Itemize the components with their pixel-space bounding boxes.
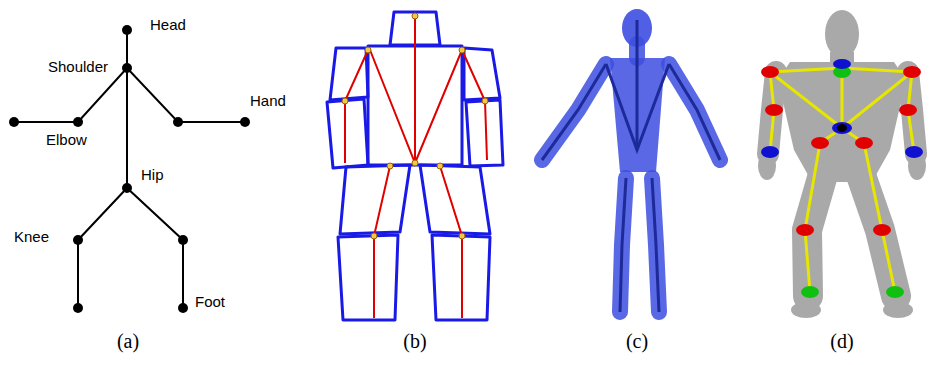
joint-dot [365, 47, 371, 53]
joint-dot [122, 183, 132, 193]
joint-marker [899, 104, 917, 116]
joint-marker [873, 224, 891, 236]
joint-marker [886, 286, 904, 298]
joint-dot [9, 117, 19, 127]
panel-caption: (a) [117, 330, 139, 352]
joint-marker [761, 146, 779, 158]
joint-label: Hand [250, 92, 286, 109]
joint-dot [178, 303, 188, 313]
joint-label: Foot [195, 293, 225, 310]
joint-marker [903, 66, 921, 78]
joint-dot [240, 117, 250, 127]
joint-label: Elbow [46, 131, 87, 148]
joint-marker [796, 224, 814, 236]
joint-dot [173, 117, 183, 127]
bone-line [864, 143, 895, 292]
joint-dot [412, 13, 418, 19]
joint-dot [459, 47, 465, 53]
mesh-model [758, 10, 926, 318]
joint-label: Knee [14, 228, 49, 245]
bone-line [414, 16, 416, 163]
joint-dot [178, 235, 188, 245]
head-shape [825, 10, 859, 58]
joint-marker [833, 59, 851, 69]
joint-dot [73, 235, 83, 245]
panel-caption: (d) [830, 330, 853, 352]
spine-line [126, 30, 128, 188]
panel-caption: (b) [403, 330, 426, 352]
bone-line [770, 72, 912, 128]
box-model [327, 12, 503, 320]
joint-dot [387, 163, 393, 169]
bone-line [669, 64, 720, 160]
bone-line [606, 64, 669, 150]
bone-line [542, 64, 606, 160]
joint-marker [761, 66, 779, 78]
joint-marker [837, 124, 847, 132]
joint-dot [122, 63, 132, 73]
joint-dot [73, 303, 83, 313]
torso-shape [778, 62, 906, 182]
bone-line [345, 50, 368, 163]
joint-marker [855, 137, 873, 149]
joint-dot [122, 25, 132, 35]
joint-label: Shoulder [48, 58, 108, 75]
limb-shape [620, 178, 626, 312]
arm-line [14, 68, 245, 122]
joint-dot [342, 98, 348, 104]
joint-dot [437, 163, 443, 169]
cylinder-model [542, 9, 720, 312]
leg-line [78, 188, 183, 308]
joint-dot [412, 160, 418, 166]
thigh-box [420, 165, 490, 234]
joint-dot [73, 117, 83, 127]
bone-line [374, 166, 390, 318]
joint-marker [905, 146, 923, 158]
joint-marker [832, 122, 852, 134]
limb-shape [669, 64, 720, 160]
bone-line [462, 50, 487, 160]
stick-figure [9, 25, 250, 313]
joint-marker [811, 137, 829, 149]
joint-dot [459, 233, 465, 239]
bone-line [620, 178, 626, 312]
joint-marker [765, 104, 783, 116]
joint-dot [371, 233, 377, 239]
limb-shape [542, 64, 606, 160]
forearm-box [327, 99, 368, 168]
limb-shape [652, 178, 659, 312]
joint-label: Hip [141, 166, 164, 183]
bone-line [636, 20, 639, 150]
thigh-box [340, 165, 410, 234]
bone-line [370, 50, 462, 163]
joint-dot [482, 98, 488, 104]
bone-line [652, 178, 659, 312]
bone-line [440, 166, 462, 318]
joint-label: Head [150, 16, 186, 33]
neck-shape [830, 52, 854, 68]
panel-caption: (c) [626, 330, 648, 352]
shin-box [338, 235, 398, 320]
joint-marker [801, 286, 819, 298]
bone-line [805, 143, 820, 292]
